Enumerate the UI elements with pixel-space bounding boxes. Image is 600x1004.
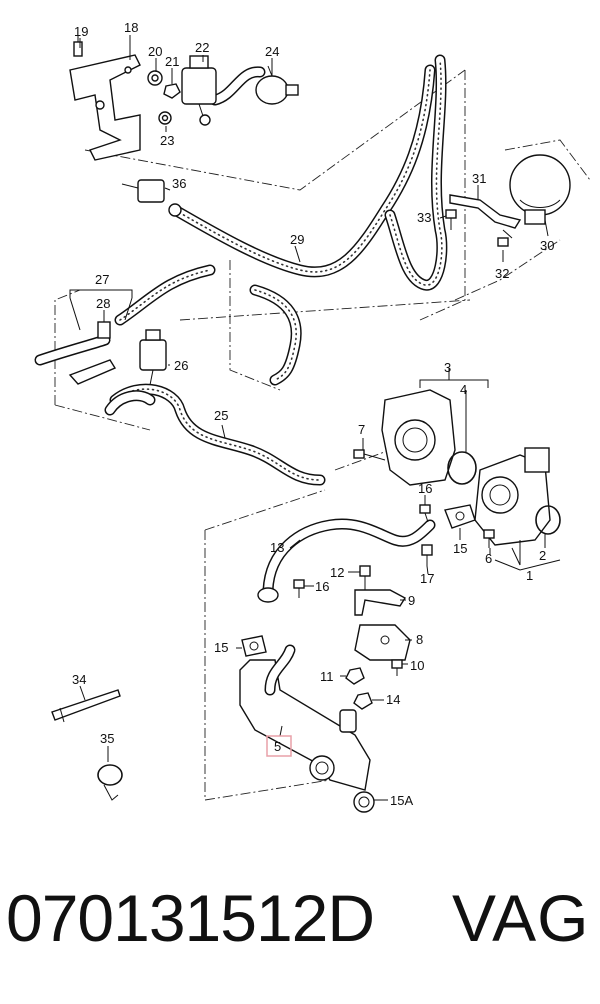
grommet-23 bbox=[158, 111, 172, 125]
callout-33: 33 bbox=[417, 210, 431, 225]
gasket-15A bbox=[353, 791, 375, 813]
callout-8: 8 bbox=[416, 632, 423, 647]
callout-30: 30 bbox=[540, 238, 554, 253]
highlight-box-part-5 bbox=[266, 735, 292, 757]
bracket-18 bbox=[69, 54, 141, 161]
callout-26: 26 bbox=[174, 358, 188, 373]
callout-14: 14 bbox=[386, 692, 400, 707]
seal-2 bbox=[535, 505, 561, 535]
callout-35: 35 bbox=[100, 731, 114, 746]
callout-15A: 15A bbox=[390, 793, 413, 808]
callout-15-upper: 15 bbox=[453, 541, 467, 556]
bolt-32 bbox=[497, 229, 513, 247]
callout-15-lower: 15 bbox=[214, 640, 228, 655]
callout-32: 32 bbox=[495, 266, 509, 281]
nut-14 bbox=[353, 692, 373, 710]
callout-4: 4 bbox=[460, 382, 467, 397]
clip-34 bbox=[51, 689, 121, 723]
callout-20: 20 bbox=[148, 44, 162, 59]
gasket-15-lower bbox=[241, 635, 267, 657]
valve-26 bbox=[139, 329, 167, 386]
callout-16-lower: 16 bbox=[315, 579, 329, 594]
filter-36 bbox=[121, 179, 182, 217]
hose-29 bbox=[169, 54, 448, 291]
callout-2: 2 bbox=[539, 548, 546, 563]
callout-27: 27 bbox=[95, 272, 109, 287]
o-ring-4 bbox=[447, 451, 477, 485]
part-number: 070131512D bbox=[6, 881, 375, 955]
callout-6: 6 bbox=[485, 551, 492, 566]
pipe-13 bbox=[257, 518, 436, 603]
hose-27 bbox=[34, 264, 302, 416]
hose-24-line bbox=[209, 66, 266, 106]
callout-labels: 19 18 20 21 22 24 23 36 31 33 29 30 32 2… bbox=[72, 20, 554, 808]
connector-28 bbox=[97, 321, 111, 339]
callout-21: 21 bbox=[165, 54, 179, 69]
callout-12: 12 bbox=[330, 565, 344, 580]
egr-cooler-5 bbox=[239, 644, 371, 791]
brand-label: VAG bbox=[452, 881, 590, 955]
hose-25 bbox=[109, 383, 326, 486]
callout-11: 11 bbox=[320, 669, 334, 684]
bolt-19 bbox=[73, 35, 83, 57]
callout-10: 10 bbox=[410, 658, 424, 673]
washer-20 bbox=[147, 70, 163, 86]
callout-34: 34 bbox=[72, 672, 86, 687]
bolt-12 bbox=[359, 565, 371, 590]
callout-25: 25 bbox=[214, 408, 228, 423]
callout-22: 22 bbox=[195, 40, 209, 55]
valve-22 bbox=[181, 55, 217, 126]
callout-9: 9 bbox=[408, 593, 415, 608]
bracket-9 bbox=[354, 589, 406, 616]
callout-31: 31 bbox=[472, 171, 486, 186]
egr-valve-1 bbox=[474, 447, 551, 546]
callout-28: 28 bbox=[96, 296, 110, 311]
callout-3: 3 bbox=[444, 360, 451, 375]
callout-18: 18 bbox=[124, 20, 138, 35]
bolt-17 bbox=[421, 544, 433, 566]
throttle-housing-3 bbox=[381, 389, 456, 486]
assembly-boundary-lines bbox=[54, 69, 591, 801]
bolt-16-upper bbox=[419, 504, 431, 523]
callout-16-upper: 16 bbox=[418, 481, 432, 496]
callout-23: 23 bbox=[160, 133, 174, 148]
bracket-8 bbox=[354, 624, 411, 661]
bolt-33 bbox=[445, 209, 457, 230]
nut-21 bbox=[163, 83, 181, 99]
nut-11 bbox=[345, 667, 365, 685]
callout-29: 29 bbox=[290, 232, 304, 247]
reservoir-30 bbox=[509, 154, 571, 225]
bolt-10 bbox=[391, 659, 403, 676]
callout-13: 13 bbox=[270, 540, 284, 555]
callout-17: 17 bbox=[420, 571, 434, 586]
bolt-16-lower bbox=[293, 579, 305, 598]
clamp-35 bbox=[97, 764, 123, 801]
exploded-parts-diagram: 19 18 20 21 22 24 23 36 31 33 29 30 32 2… bbox=[34, 20, 591, 813]
callout-19: 19 bbox=[74, 24, 88, 39]
bolt-6 bbox=[483, 529, 495, 548]
callout-7: 7 bbox=[358, 422, 365, 437]
bracket-31 bbox=[449, 194, 522, 229]
gasket-15-upper bbox=[444, 504, 476, 529]
bolt-7 bbox=[353, 449, 386, 461]
callout-24: 24 bbox=[265, 44, 279, 59]
t-connector bbox=[68, 359, 117, 385]
callout-36: 36 bbox=[172, 176, 186, 191]
leader-lines bbox=[69, 35, 561, 801]
callout-1: 1 bbox=[526, 568, 533, 583]
callout-5: 5 bbox=[274, 739, 281, 754]
